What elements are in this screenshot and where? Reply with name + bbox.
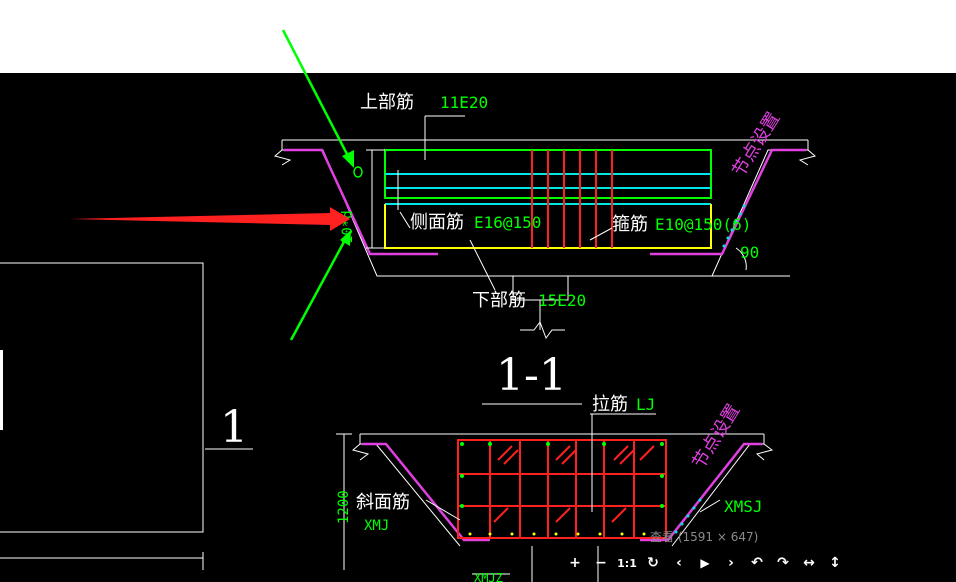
tie-bar-spec: LJ	[636, 395, 655, 414]
slope-bar-code: XMJ	[364, 518, 389, 534]
green-arrow-top	[281, 29, 354, 168]
bottom-bar-spec: 15E20	[538, 291, 586, 310]
slope-bar-right-code: XMSJ	[724, 497, 763, 516]
rotate-left-button[interactable]: ↶	[751, 555, 763, 571]
actual-size-button[interactable]: 1:1	[617, 556, 637, 570]
left-plan-view	[0, 262, 253, 570]
angle-label: 90	[740, 243, 759, 262]
white-margin	[0, 0, 956, 73]
depth-label: 1200	[336, 490, 352, 524]
image-info: 查看 (1591 × 647)	[650, 530, 759, 544]
bottom-cut-code: XMJZ	[474, 571, 503, 582]
slope-bar-label: 斜面筋	[356, 492, 410, 513]
flip-horizontal-button[interactable]: ↔	[803, 555, 815, 571]
stirrup-label: 箍筋	[612, 214, 648, 235]
side-bar-label: 侧面筋	[410, 212, 464, 233]
top-bar-spec: 11E20	[440, 93, 488, 112]
bottom-section	[336, 413, 774, 582]
play-button[interactable]: ▶	[700, 556, 710, 570]
viewer-toolbar: + − 1:1 ↻ ‹ ▶ › ↶ ↷ ↔ ↕	[562, 552, 848, 574]
drawing-background	[0, 73, 956, 582]
flip-vertical-button[interactable]: ↕	[829, 555, 841, 571]
side-bar-spec: E16@150	[474, 213, 541, 232]
green-arrow-bottom	[289, 230, 351, 341]
zoom-in-button[interactable]: +	[569, 555, 581, 571]
top-bar-label: 上部筋	[360, 92, 414, 113]
bottom-bar-label: 下部筋	[472, 290, 526, 311]
top-section	[273, 115, 817, 340]
rotate-button[interactable]: ↻	[647, 555, 659, 571]
rotate-right-button[interactable]: ↷	[777, 555, 789, 571]
previous-button[interactable]: ‹	[676, 555, 682, 571]
left-section-number: 1	[220, 402, 248, 453]
section-title: 1-1	[496, 350, 567, 401]
next-button[interactable]: ›	[728, 555, 734, 571]
red-arrow	[70, 207, 350, 231]
tie-bar-label: 拉筋	[592, 394, 628, 415]
stirrup-spec: E10@150(6)	[655, 215, 751, 234]
zoom-out-button[interactable]: −	[595, 555, 607, 571]
